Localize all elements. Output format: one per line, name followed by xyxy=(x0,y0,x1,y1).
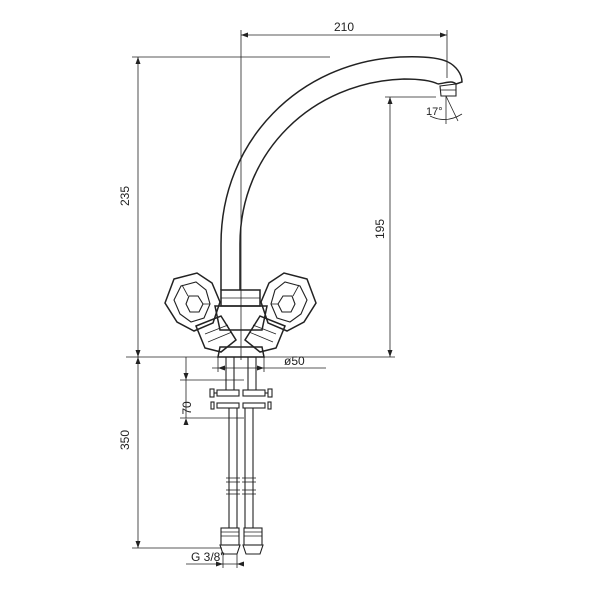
spout-reach-dimension: 210 xyxy=(240,20,448,360)
spout-reach-label: 210 xyxy=(334,20,354,34)
base-diameter-dimension: ø50 xyxy=(212,354,326,372)
total-height-dimension: 235 xyxy=(118,56,395,358)
spout-angle-label: 17° xyxy=(426,106,443,118)
thread-label: G 3/8" xyxy=(191,550,225,564)
flexible-hoses xyxy=(219,408,264,555)
thread-dimension: G 3/8" xyxy=(186,550,244,568)
base-diameter-label: ø50 xyxy=(284,354,305,368)
total-height-label: 235 xyxy=(118,186,132,206)
tail-offset-label: 70 xyxy=(180,401,194,415)
faucet-body xyxy=(214,289,268,331)
spout-height-label: 195 xyxy=(373,219,387,239)
hose-length-dimension: 350 xyxy=(118,357,222,549)
mounting-studs xyxy=(209,357,273,410)
spout xyxy=(220,56,463,290)
hose-length-label: 350 xyxy=(118,430,132,450)
spout-height-dimension: 195 xyxy=(373,96,436,357)
spout-angle-dimension: 17° xyxy=(426,95,463,124)
left-handle xyxy=(164,272,237,353)
tail-offset-dimension: 70 xyxy=(180,357,244,425)
right-handle xyxy=(244,272,317,353)
